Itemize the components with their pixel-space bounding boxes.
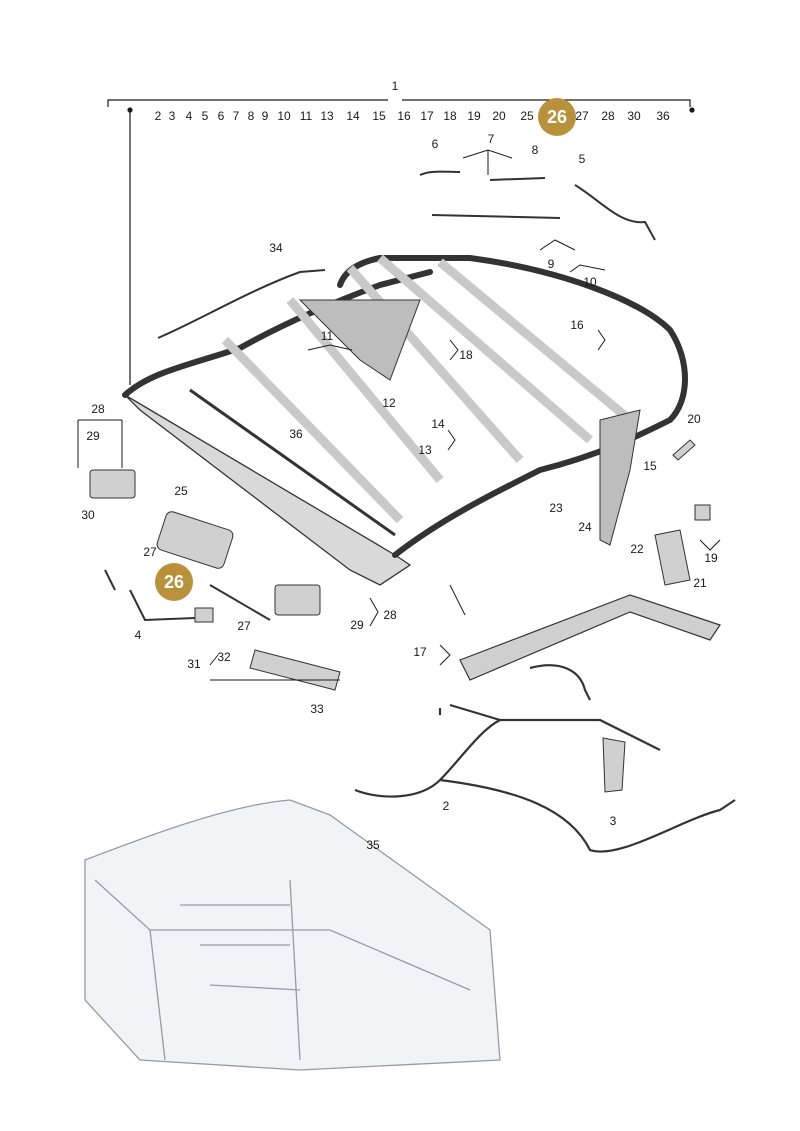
label-34: 34 xyxy=(269,241,283,255)
top-number-20: 20 xyxy=(492,109,506,123)
label-9: 9 xyxy=(547,257,555,271)
latch-31 xyxy=(249,649,341,691)
top-number-27: 27 xyxy=(575,109,589,123)
top-number-30: 30 xyxy=(627,109,641,123)
label-5: 5 xyxy=(578,152,586,166)
top-number-3: 3 xyxy=(168,109,176,123)
top-number-19: 19 xyxy=(467,109,481,123)
sensor-4 xyxy=(194,607,214,623)
label-28-right: 28 xyxy=(383,608,397,622)
top-number-15: 15 xyxy=(372,109,386,123)
top-number-17: 17 xyxy=(420,109,434,123)
bracket-28 xyxy=(89,469,136,499)
label-23: 23 xyxy=(549,501,563,515)
motor-25 xyxy=(156,511,234,569)
vehicle-body xyxy=(84,799,501,1071)
label-36: 36 xyxy=(289,427,303,441)
leader-dot xyxy=(689,107,695,113)
highlight-badge-top: 26 xyxy=(538,98,576,136)
top-number-18: 18 xyxy=(443,109,457,123)
top-number-36: 36 xyxy=(656,109,670,123)
label-25: 25 xyxy=(174,484,188,498)
top-number-11: 11 xyxy=(299,109,313,123)
label-17: 17 xyxy=(413,645,427,659)
leader-dot xyxy=(127,107,133,113)
seal-strip xyxy=(459,594,721,681)
label-8: 8 xyxy=(531,143,539,157)
cable-34 xyxy=(157,269,326,339)
bracket-28b xyxy=(274,584,321,616)
top-number-9: 9 xyxy=(261,109,269,123)
label-15: 15 xyxy=(643,459,657,473)
label-28-left: 28 xyxy=(91,402,105,416)
top-number-28: 28 xyxy=(601,109,615,123)
label-14: 14 xyxy=(431,417,445,431)
label-27-right: 27 xyxy=(237,619,251,633)
clip-19 xyxy=(694,504,711,521)
label-33: 33 xyxy=(310,702,324,716)
label-7: 7 xyxy=(487,132,495,146)
top-number-13: 13 xyxy=(320,109,334,123)
top-number-25: 25 xyxy=(520,109,534,123)
label-27-left: 27 xyxy=(143,545,157,559)
label-29-right: 29 xyxy=(350,618,364,632)
label-18: 18 xyxy=(459,348,473,362)
label-4: 4 xyxy=(134,628,142,642)
label-30: 30 xyxy=(81,508,95,522)
label-2: 2 xyxy=(442,799,450,813)
wiring-harness xyxy=(354,703,736,853)
part-20 xyxy=(672,439,696,461)
top-number-14: 14 xyxy=(346,109,360,123)
label-22: 22 xyxy=(630,542,644,556)
roof-frame xyxy=(122,254,688,586)
top-number-8: 8 xyxy=(247,109,255,123)
label-20: 20 xyxy=(687,412,701,426)
label-19: 19 xyxy=(704,551,718,565)
top-number-10: 10 xyxy=(277,109,291,123)
top-number-2: 2 xyxy=(154,109,162,123)
callout-1-bracket xyxy=(107,99,691,107)
label-21: 21 xyxy=(693,576,707,590)
label-31: 31 xyxy=(187,657,201,671)
label-16: 16 xyxy=(570,318,584,332)
label-32: 32 xyxy=(217,650,231,664)
highlight-badge-part: 26 xyxy=(155,563,193,601)
label-35: 35 xyxy=(366,838,380,852)
top-number-6: 6 xyxy=(217,109,225,123)
label-12: 12 xyxy=(382,396,396,410)
plate-21 xyxy=(654,529,691,586)
top-number-5: 5 xyxy=(201,109,209,123)
label-11: 11 xyxy=(320,329,334,343)
label-24: 24 xyxy=(578,520,592,534)
label-29-left: 29 xyxy=(86,429,100,443)
callout-1: 1 xyxy=(391,79,399,93)
label-13: 13 xyxy=(418,443,432,457)
label-10: 10 xyxy=(583,275,597,289)
label-6: 6 xyxy=(431,137,439,151)
top-number-16: 16 xyxy=(397,109,411,123)
top-number-7: 7 xyxy=(232,109,240,123)
panel-3 xyxy=(602,737,626,793)
label-3: 3 xyxy=(609,814,617,828)
top-number-4: 4 xyxy=(185,109,193,123)
